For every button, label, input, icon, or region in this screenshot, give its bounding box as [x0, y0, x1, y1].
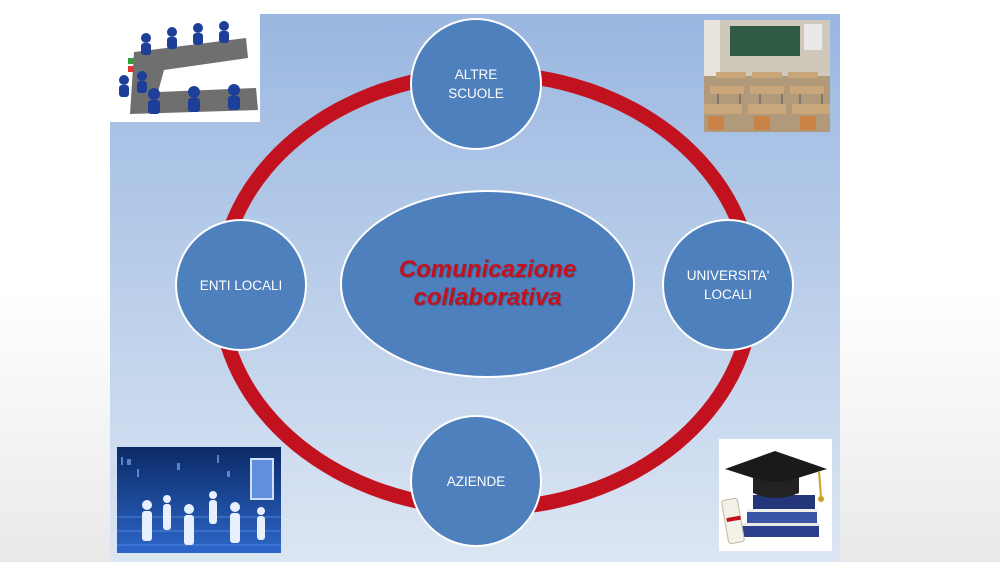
meeting-table-icon: [110, 14, 260, 122]
node-aziende-label: AZIENDE: [446, 473, 506, 489]
digital-people-drawing: [117, 447, 281, 553]
graduation-drawing: [721, 451, 827, 545]
graduation-cap-books-icon: [719, 439, 832, 551]
node-enti-locali: ENTI LOCALI: [175, 219, 307, 351]
node-universita-locali: UNIVERSITA' LOCALI: [662, 219, 794, 351]
classroom-photo: [704, 20, 830, 132]
slide: Comunicazione collaborativa ALTRE SCUOLE…: [110, 14, 840, 562]
node-enti-locali-label: ENTI LOCALI: [199, 277, 283, 293]
node-altre-scuole: ALTRE SCUOLE: [410, 18, 542, 150]
node-altre-scuole-line-1: ALTRE: [454, 67, 498, 82]
node-altre-scuole-line-2: SCUOLE: [448, 86, 504, 101]
meeting-table-drawing: [119, 21, 258, 114]
classroom-drawing: [704, 20, 830, 132]
node-universita-locali-line-2: LOCALI: [703, 287, 753, 302]
central-concept-line-2: collaborativa: [413, 284, 562, 311]
central-concept: Comunicazione collaborativa: [340, 190, 635, 378]
node-aziende: AZIENDE: [410, 415, 542, 547]
node-universita-locali-line-1: UNIVERSITA': [686, 268, 770, 283]
central-concept-line-1: Comunicazione: [398, 256, 577, 283]
digital-people-icon: [117, 447, 281, 553]
